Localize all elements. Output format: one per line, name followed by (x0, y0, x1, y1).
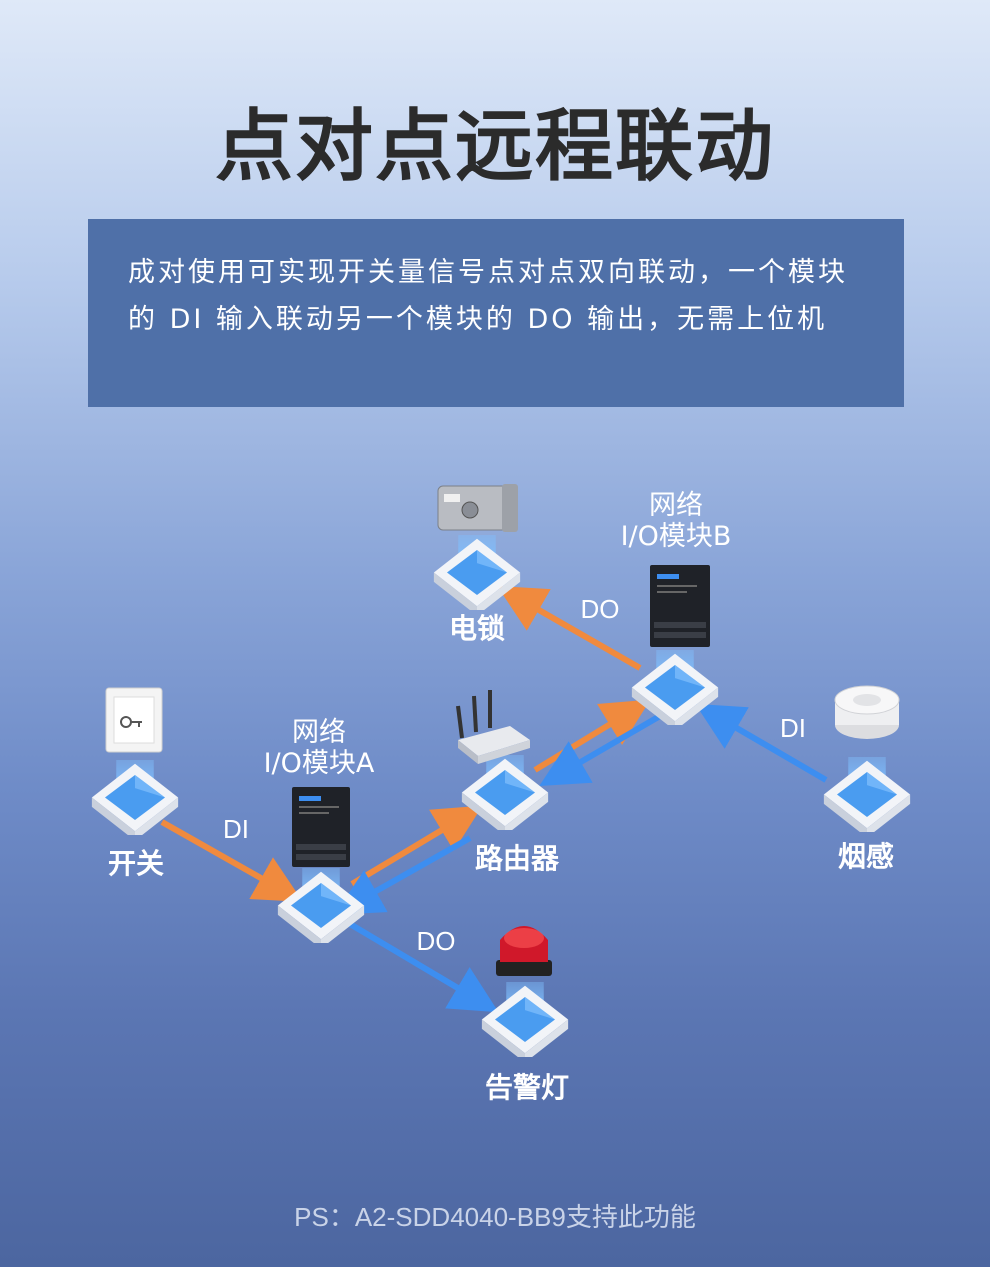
smoke-detector-icon (834, 685, 900, 739)
io-module-a-icon (292, 787, 350, 867)
node-label-lock: 电锁 (449, 612, 505, 645)
tile-alarm (481, 982, 569, 1057)
edge-label-b-lock: DO (581, 594, 620, 624)
switch-panel-icon (105, 687, 163, 753)
io-module-b-icon (650, 565, 710, 647)
tile-smoke (823, 757, 911, 832)
node-label-module-b-2: I/O模块B (621, 521, 732, 552)
node-label-alarm: 告警灯 (485, 1071, 569, 1104)
footnote: PS：A2-SDD4040-BB9支持此功能 (294, 1202, 696, 1232)
edge-label-smoke-b: DI (780, 713, 806, 743)
node-label-smoke: 烟感 (838, 840, 894, 873)
edge-b-to-lock (497, 586, 642, 671)
edge-label-switch-a: DI (223, 814, 249, 844)
edge-a-to-alarm (348, 921, 499, 1013)
electric-lock-icon (437, 484, 518, 532)
description-box: 成对使用可实现开关量信号点对点双向联动，一个模块的 DI 输入联动另一个模块的 … (88, 219, 904, 407)
router-icon (456, 690, 530, 764)
edge-label-a-alarm: DO (417, 926, 456, 956)
edge-switch-to-a (160, 819, 303, 902)
page-title: 点对点远程联动 (214, 102, 775, 192)
description-text: 成对使用可实现开关量信号点对点双向联动，一个模块的 DI 输入联动另一个模块的 … (128, 257, 848, 335)
node-label-module-a-2: I/O模块A (264, 748, 375, 779)
node-label-module-b-1: 网络 (649, 490, 703, 521)
node-label-module-a-1: 网络 (292, 717, 346, 748)
edge-router-to-a (334, 835, 472, 915)
node-label-switch: 开关 (108, 847, 164, 880)
edge-smoke-to-b (695, 703, 828, 783)
node-label-router: 路由器 (475, 842, 560, 875)
edge-b-to-router (539, 713, 662, 787)
alarm-light-icon (496, 926, 552, 976)
